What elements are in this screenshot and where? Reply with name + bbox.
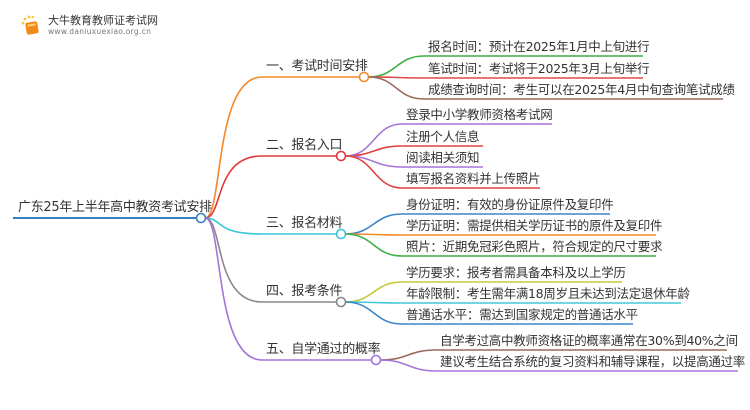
leaf-topic[interactable]: 成绩查询时间：考生可以在2025年4月中旬查询笔试成绩: [428, 82, 735, 97]
root-topic[interactable]: 广东25年上半年高中教资考试安排: [18, 200, 212, 215]
leaf-connector: [345, 123, 552, 157]
leaf-topic[interactable]: 笔试时间：考试将于2025年3月上旬举行: [428, 61, 650, 76]
leaf-topic[interactable]: 身份证明：有效的身份证原件及复印件: [406, 197, 614, 212]
leaf-topic[interactable]: 报名时间：预计在2025年1月中上旬进行: [428, 39, 650, 54]
leaf-topic[interactable]: 照片：近期免冠彩色照片，符合规定的尺寸要求: [406, 239, 663, 254]
leaf-connector: [345, 155, 540, 189]
branch-topic[interactable]: 三、报名材料: [266, 216, 343, 231]
book-logo-icon: [20, 15, 42, 35]
leaf-topic[interactable]: 自学考过高中教师资格证的概率通常在30%到40%之间: [440, 333, 738, 348]
branch-connector: [204, 217, 337, 303]
branch-topic[interactable]: 二、报名入口: [266, 138, 343, 153]
branch-connector: [204, 217, 372, 361]
branch-topic[interactable]: 五、自学通过的概率: [266, 342, 381, 357]
leaf-topic[interactable]: 学历要求：报考者需具备本科及以上学历: [406, 265, 626, 280]
leaf-topic[interactable]: 年龄限制：考生需年满18周岁且未达到法定退休年龄: [406, 286, 690, 301]
leaf-connector: [345, 301, 633, 325]
branch-collapse-toggle[interactable]: [335, 150, 347, 162]
root-collapse-toggle[interactable]: [195, 212, 207, 224]
leaf-connector: [368, 76, 723, 100]
leaf-topic[interactable]: 建议考生结合系统的复习资料和辅导课程，以提高通过率: [440, 354, 746, 369]
branch-connector: [204, 217, 337, 235]
leaf-topic[interactable]: 普通话水平：需达到国家规定的普通话水平: [406, 307, 638, 322]
branch-topic[interactable]: 四、报考条件: [266, 284, 343, 299]
leaf-topic[interactable]: 登录中小学教师资格考试网: [406, 107, 553, 122]
branch-collapse-toggle[interactable]: [335, 296, 347, 308]
leaf-topic[interactable]: 学历证明：需提供相关学历证书的原件及复印件: [406, 218, 663, 233]
branch-connector: [204, 155, 337, 219]
leaf-connector: [345, 301, 681, 304]
leaf-connector: [380, 359, 738, 372]
leaf-connector: [345, 233, 656, 236]
branch-collapse-toggle[interactable]: [335, 228, 347, 240]
leaf-topic[interactable]: 填写报名资料并上传照片: [406, 171, 541, 186]
branch-connector: [204, 76, 360, 219]
logo-url: www.daniuxuexiao.org.cn: [48, 27, 152, 36]
branch-topic[interactable]: 一、考试时间安排: [266, 59, 368, 74]
leaf-connector: [345, 233, 656, 257]
leaf-topic[interactable]: 阅读相关须知: [406, 150, 480, 165]
leaf-topic[interactable]: 注册个人信息: [406, 129, 480, 144]
branch-collapse-toggle[interactable]: [370, 354, 382, 366]
site-logo: 大牛教育教师证考试网 www.daniuxuexiao.org.cn: [20, 14, 158, 36]
logo-title: 大牛教育教师证考试网: [48, 14, 158, 27]
leaf-connector: [368, 76, 643, 79]
branch-collapse-toggle[interactable]: [358, 71, 370, 83]
